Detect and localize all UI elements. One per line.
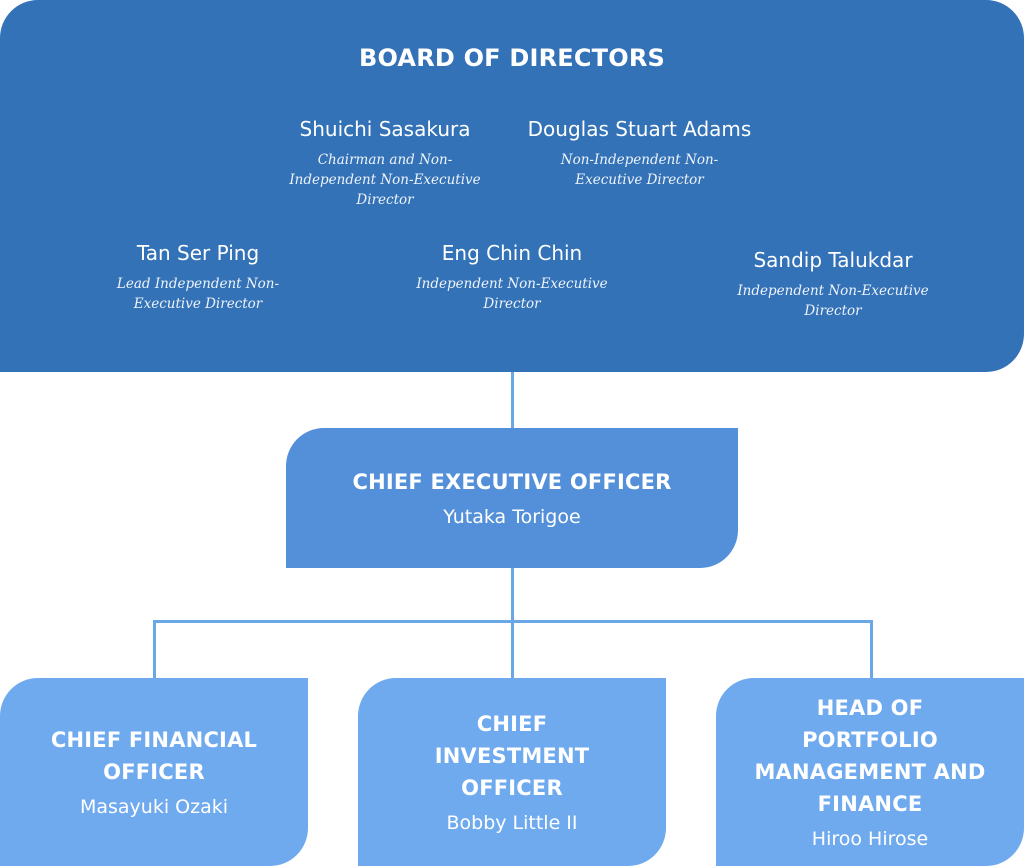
connector-ceo-down: [511, 568, 514, 622]
executive-title: CHIEF INVESTMENT OFFICER: [434, 712, 590, 800]
board-member: Douglas Stuart Adams Non-Independent Non…: [527, 116, 752, 190]
connector-to-cfo: [153, 620, 156, 678]
executive-name: Hiroo Hirose: [811, 828, 929, 850]
board-member: Tan Ser Ping Lead Independent Non-Execut…: [103, 240, 293, 314]
connector-to-head-portfolio: [870, 620, 873, 678]
member-name: Tan Ser Ping: [136, 241, 260, 265]
board-member: Shuichi Sasakura Chairman and Non-Indepe…: [275, 116, 495, 210]
executive-name: Masayuki Ozaki: [79, 796, 229, 818]
board-member: Eng Chin Chin Independent Non-Executive …: [402, 240, 622, 314]
ceo-title: CHIEF EXECUTIVE OFFICER: [352, 470, 672, 494]
board-member: Sandip Talukdar Independent Non-Executiv…: [723, 247, 943, 321]
cio-box: CHIEF INVESTMENT OFFICER Bobby Little II: [358, 678, 666, 866]
member-name: Eng Chin Chin: [441, 241, 583, 265]
member-name: Sandip Talukdar: [753, 248, 913, 272]
member-role: Non-Independent Non-Executive Director: [560, 152, 719, 188]
member-role: Independent Non-Executive Director: [737, 283, 929, 319]
member-name: Shuichi Sasakura: [299, 117, 471, 141]
board-title: BOARD OF DIRECTORS: [358, 44, 665, 72]
member-role: Chairman and Non-Independent Non-Executi…: [289, 152, 481, 208]
member-role: Independent Non-Executive Director: [416, 276, 608, 312]
board-of-directors-panel: BOARD OF DIRECTORS Shuichi Sasakura Chai…: [0, 0, 1024, 372]
executive-title: CHIEF FINANCIAL OFFICER: [50, 728, 258, 784]
head-portfolio-box: HEAD OF PORTFOLIO MANAGEMENT AND FINANCE…: [716, 678, 1024, 866]
member-name: Douglas Stuart Adams: [527, 117, 752, 141]
executive-title: HEAD OF PORTFOLIO MANAGEMENT AND FINANCE: [754, 696, 986, 816]
cfo-box: CHIEF FINANCIAL OFFICER Masayuki Ozaki: [0, 678, 308, 866]
ceo-box: CHIEF EXECUTIVE OFFICER Yutaka Torigoe: [286, 428, 738, 568]
connector-board-to-ceo: [511, 372, 514, 428]
member-role: Lead Independent Non-Executive Director: [116, 276, 280, 312]
executive-name: Bobby Little II: [446, 812, 578, 834]
ceo-name: Yutaka Torigoe: [443, 506, 581, 528]
connector-to-cio: [511, 620, 514, 678]
